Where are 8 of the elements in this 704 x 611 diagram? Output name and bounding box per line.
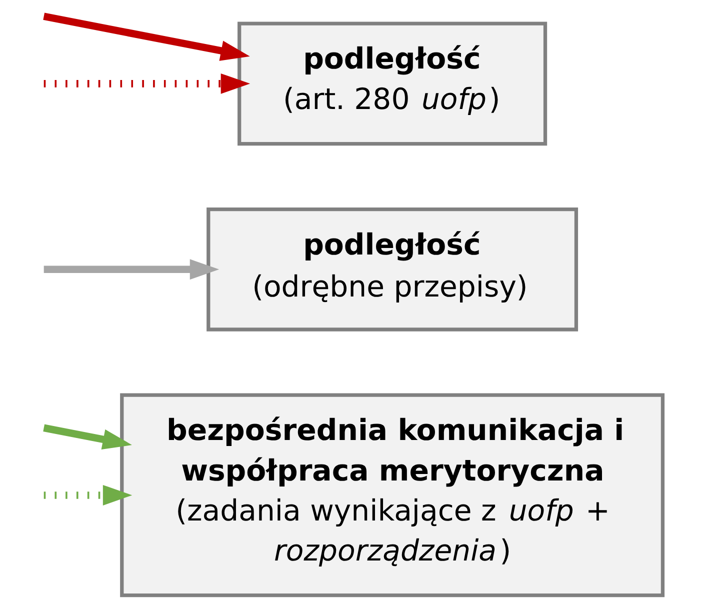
arrow	[43, 259, 219, 280]
arrow	[42, 424, 132, 450]
arrow	[43, 73, 250, 94]
node-box: podległość (art. 280 uofp)	[237, 22, 547, 146]
node-box: bezpośrednia komunikacja i współpraca merytoryczna (zadania wynikające z uofp + rozporządzenia)	[120, 393, 664, 598]
arrow	[42, 12, 250, 61]
node-box: podległość (odrębne przepisy)	[206, 208, 578, 332]
arrow	[43, 484, 132, 506]
